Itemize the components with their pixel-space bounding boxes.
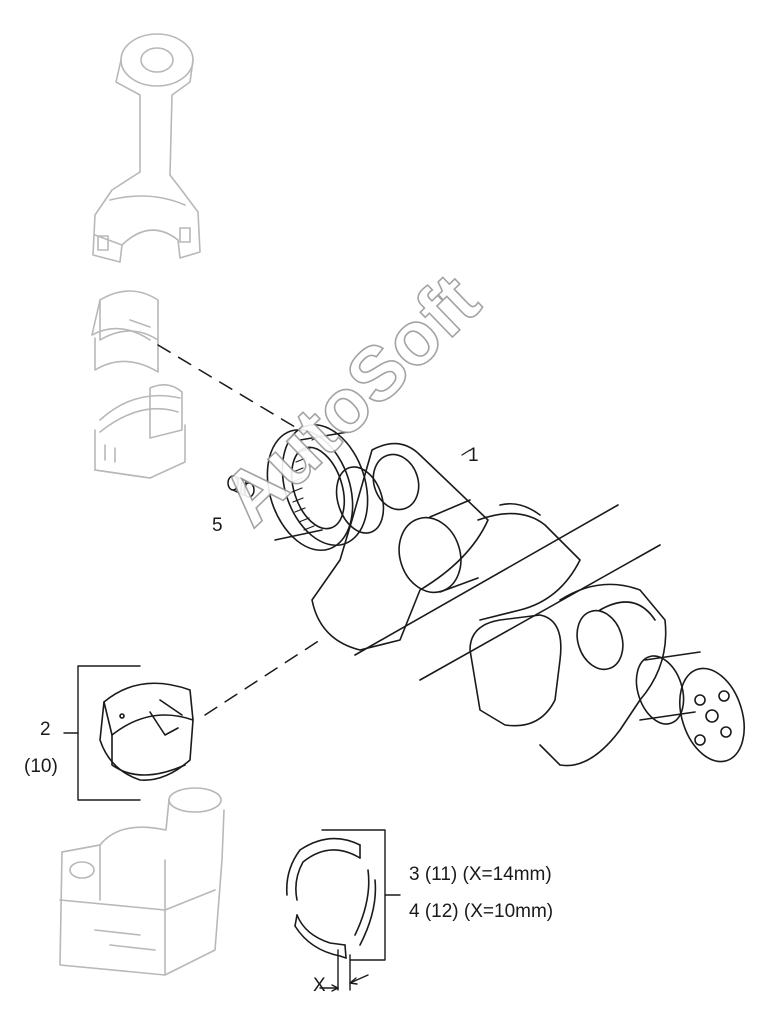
label-part-10: (10) xyxy=(24,756,58,777)
label-dimension-x: X xyxy=(313,975,326,996)
label-part-3: 3 (11) (X=14mm) xyxy=(409,864,552,885)
upper-bearing-shell-ghost xyxy=(91,290,159,373)
main-bearing-cap-ghost xyxy=(59,787,225,976)
connecting-rod-ghost xyxy=(92,33,201,263)
crankshaft xyxy=(266,423,745,767)
label-part-1: 1 xyxy=(468,445,479,466)
assembly-lines xyxy=(157,344,321,716)
leader-1 xyxy=(461,449,471,456)
main-bearing-shell xyxy=(99,682,194,781)
dowel-pin xyxy=(227,475,255,498)
label-part-4: 4 (12) (X=10mm) xyxy=(409,901,554,922)
label-part-2: 2 xyxy=(40,719,51,740)
callout-bracket-3-4 xyxy=(319,829,401,992)
label-part-5: 5 xyxy=(212,515,223,536)
lower-cap-ghost xyxy=(94,384,186,479)
thrust-washer xyxy=(285,837,377,959)
crank-axis-lines xyxy=(354,504,661,681)
callout-bracket-2 xyxy=(63,665,141,801)
